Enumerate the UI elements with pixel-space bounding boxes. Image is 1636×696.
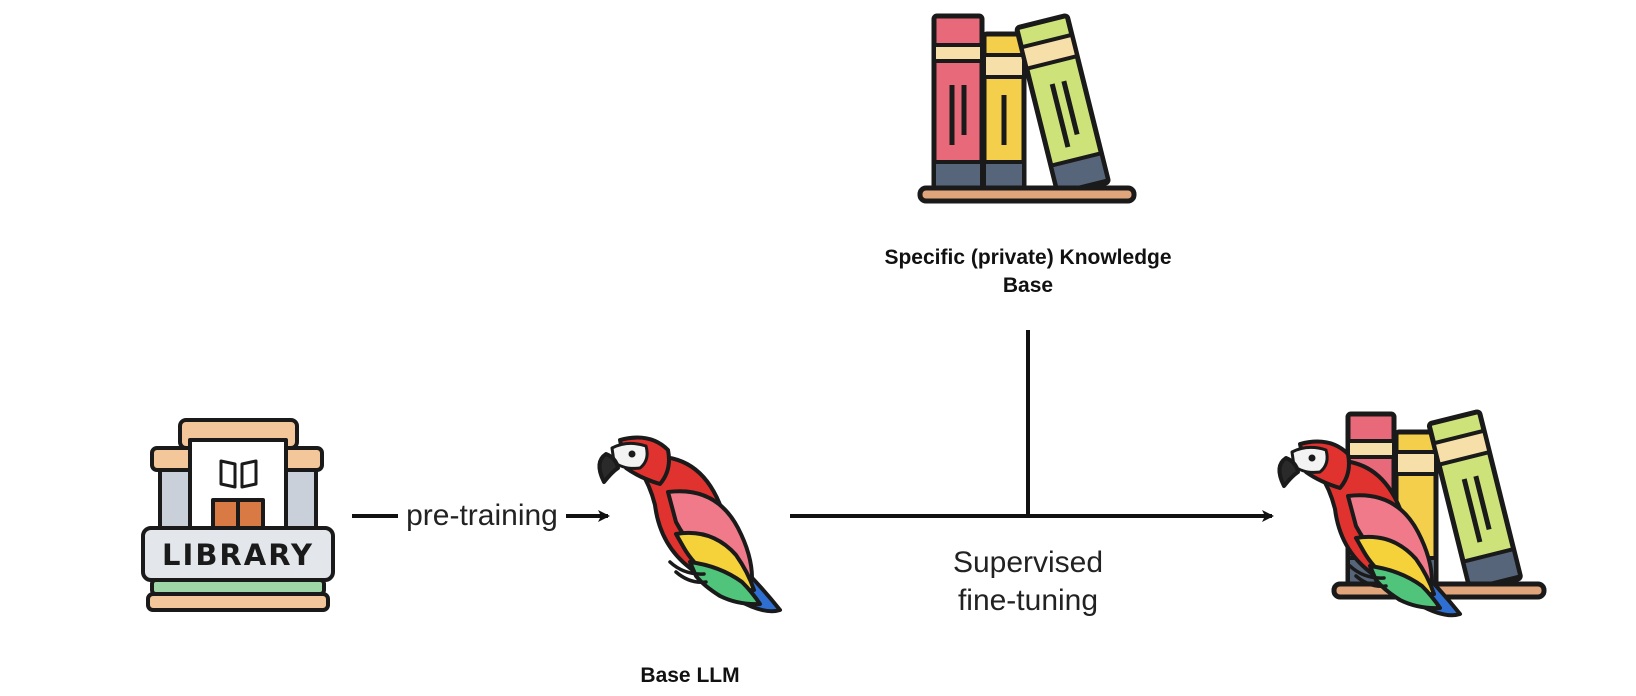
knowledge-base-label: Specific (private) Knowledge Base <box>828 244 1228 300</box>
finetuned-parrot-icon <box>1277 439 1462 618</box>
library-sign-text: LIBRARY <box>162 538 314 572</box>
base-llm-parrot-icon <box>597 435 782 614</box>
base-llm-label: Base LLM <box>640 664 740 687</box>
knowledge-base-label-line2: Base <box>1002 274 1054 297</box>
pretraining-label: pre-training <box>406 499 558 532</box>
finetuned-model-icon <box>1277 409 1547 618</box>
finetuning-label-line1: Supervised <box>952 546 1104 579</box>
finetuning-label-line2: fine-tuning <box>957 584 1099 617</box>
library-building-icon <box>141 418 335 612</box>
books-icon <box>917 13 1137 204</box>
finetuning-label: Supervised fine-tuning <box>878 544 1178 620</box>
knowledge-base-label-line1: Specific (private) Knowledge <box>884 246 1172 269</box>
